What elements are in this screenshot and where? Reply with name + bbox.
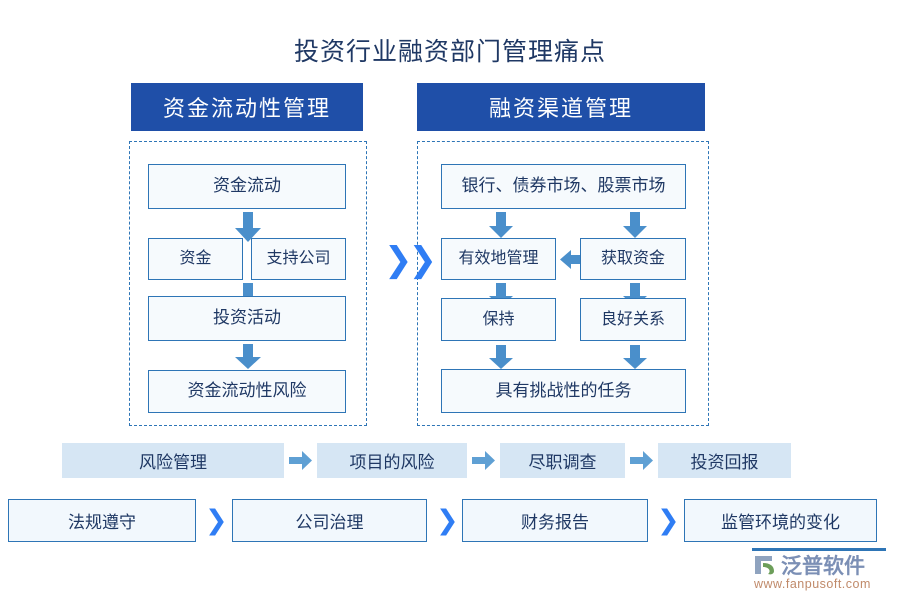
- divider-chevron-icon: ❯❯: [384, 240, 437, 280]
- node-right-bottom: 具有挑战性的任务: [441, 369, 686, 413]
- arrow-down-icon: [235, 212, 261, 242]
- logo: 泛普软件 www.fanpusoft.com: [752, 552, 892, 594]
- node-right-third-left: 保持: [441, 298, 556, 341]
- arrow-down-icon: [489, 345, 513, 369]
- flow-step-corporate-governance[interactable]: 公司治理: [232, 499, 427, 542]
- flow-step-investment-return[interactable]: 投资回报: [658, 443, 791, 478]
- arrow-down-icon: [235, 344, 261, 369]
- arrow-right-icon: [630, 451, 653, 470]
- page-title: 投资行业融资部门管理痛点: [293, 39, 606, 66]
- node-right-top: 银行、债券市场、股票市场: [441, 164, 686, 209]
- arrow-down-icon: [623, 345, 647, 369]
- node-left-bottom: 资金流动性风险: [148, 370, 346, 413]
- flow-step-risk-management[interactable]: 风险管理: [62, 443, 284, 478]
- arrow-right-icon: [289, 451, 312, 470]
- node-right-third-right: 良好关系: [580, 298, 686, 341]
- logo-url: www.fanpusoft.com: [754, 577, 871, 591]
- node-left-top: 资金流动: [148, 164, 346, 209]
- logo-brand: 泛普软件: [781, 555, 865, 578]
- arrow-down-icon: [489, 212, 513, 238]
- node-right-mid-right: 获取资金: [580, 238, 686, 280]
- fanpu-logo-icon: [755, 556, 774, 575]
- logo-rule: [752, 548, 886, 551]
- node-left-third: 投资活动: [148, 296, 346, 341]
- node-left-mid-left: 资金: [148, 238, 243, 280]
- column-header-left: 资金流动性管理: [131, 83, 363, 131]
- separator-chevron-icon: ❯: [657, 505, 680, 536]
- flow-step-due-diligence[interactable]: 尽职调查: [500, 443, 625, 478]
- arrow-down-icon: [623, 212, 647, 238]
- column-header-right: 融资渠道管理: [417, 83, 705, 131]
- flow-step-project-risk[interactable]: 项目的风险: [317, 443, 467, 478]
- separator-chevron-icon: ❯: [205, 505, 228, 536]
- flow-step-financial-reporting[interactable]: 财务报告: [462, 499, 648, 542]
- node-right-mid-left: 有效地管理: [441, 238, 556, 280]
- separator-chevron-icon: ❯: [436, 505, 459, 536]
- arrow-right-icon: [472, 451, 495, 470]
- flow-step-regulatory-change[interactable]: 监管环境的变化: [684, 499, 877, 542]
- flow-step-regulatory-compliance[interactable]: 法规遵守: [8, 499, 196, 542]
- node-left-mid-right: 支持公司: [251, 238, 346, 280]
